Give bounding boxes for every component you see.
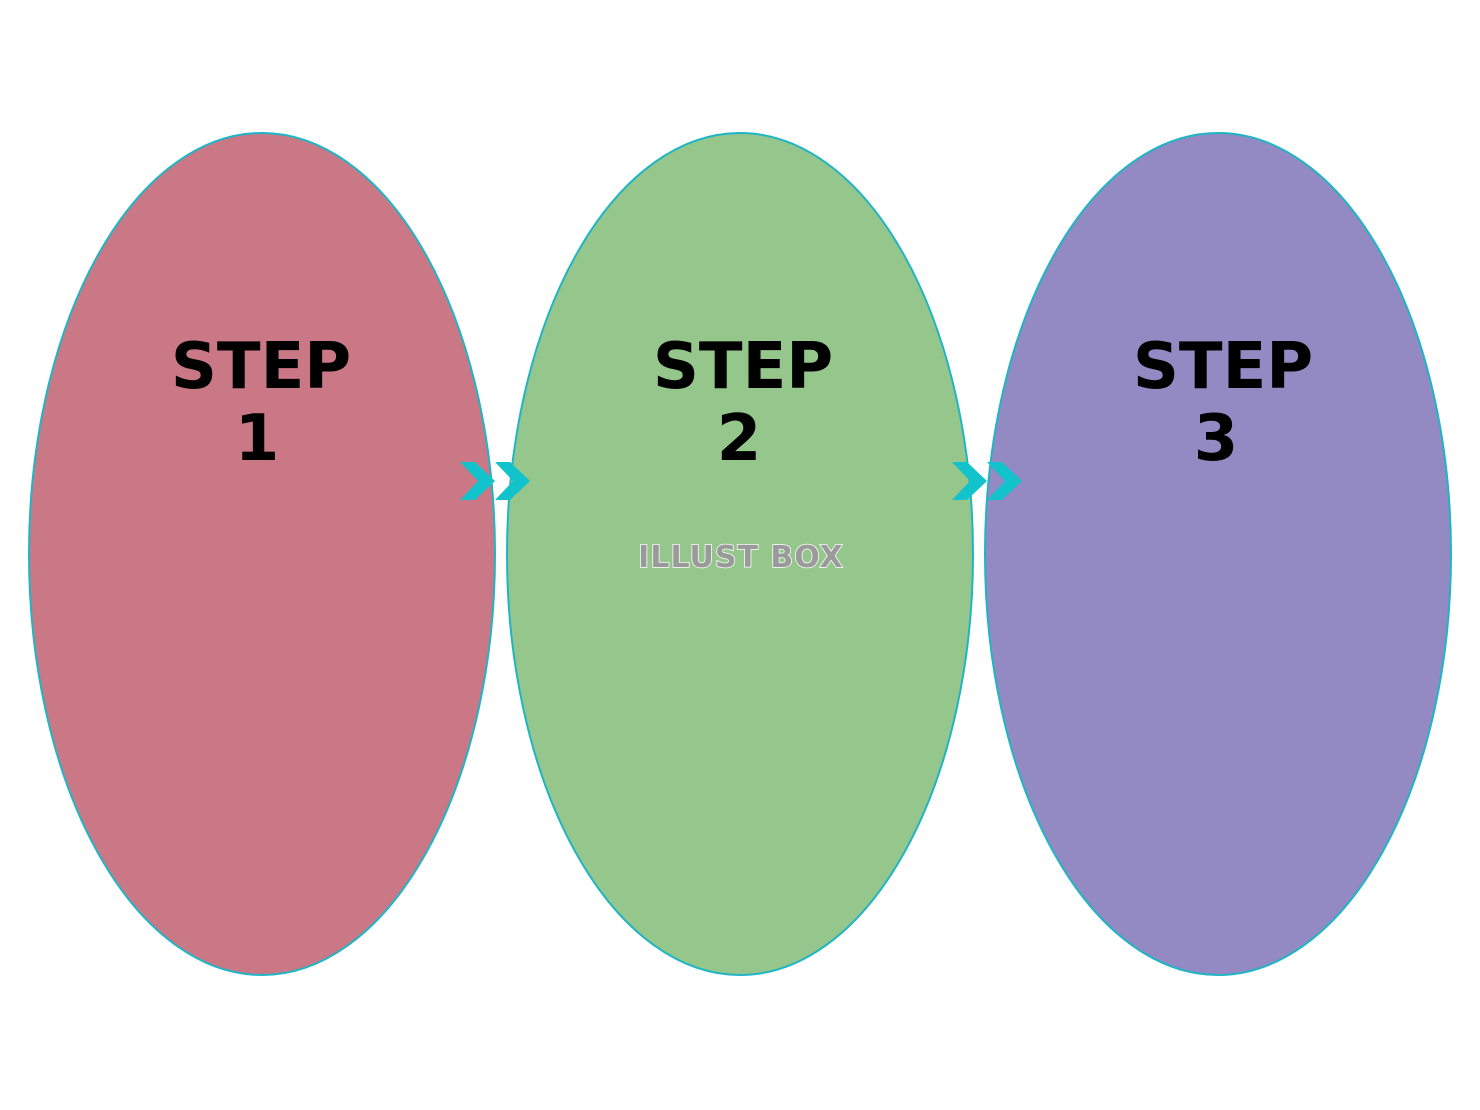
step-2-number: 2 bbox=[717, 402, 762, 476]
step-3-node: STEP 3 bbox=[984, 132, 1452, 976]
step-3-number: 3 bbox=[1194, 402, 1239, 476]
step-2-node: STEP 2 bbox=[506, 132, 974, 976]
step-2-ellipse bbox=[506, 132, 974, 976]
step-3-ellipse bbox=[984, 132, 1452, 976]
step-1-ellipse bbox=[28, 132, 496, 976]
step-2-title: STEP bbox=[653, 330, 833, 404]
chevron-left bbox=[952, 462, 987, 500]
chevron-right bbox=[987, 462, 1022, 500]
double-chevron-icon bbox=[952, 462, 1022, 500]
chevron-left bbox=[460, 462, 495, 500]
step-1-node: STEP 1 bbox=[28, 132, 496, 976]
step-3-title: STEP bbox=[1133, 330, 1313, 404]
double-chevron-icon bbox=[460, 462, 530, 500]
step-1-title: STEP bbox=[171, 330, 351, 404]
watermark-text: ILLUST BOX bbox=[638, 540, 844, 575]
chevron-right bbox=[495, 462, 530, 500]
step-1-number: 1 bbox=[235, 402, 280, 476]
